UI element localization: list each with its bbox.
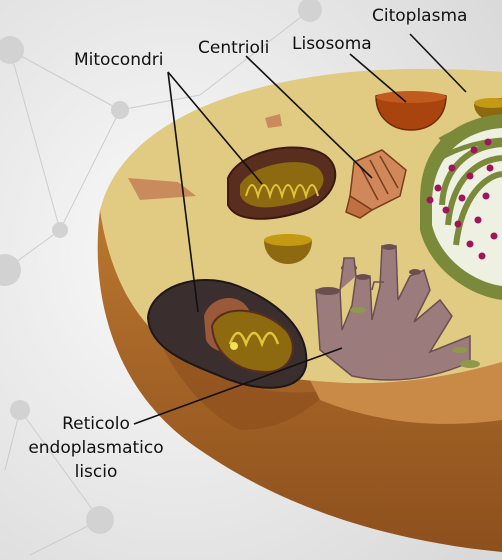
label-reticolo-line3: liscio bbox=[14, 460, 178, 484]
label-reticolo-endoplasmatico-liscio: Reticolo endoplasmatico liscio bbox=[14, 412, 178, 484]
lysosome-top bbox=[376, 91, 446, 103]
vesicle-top bbox=[264, 234, 312, 246]
label-lisosoma: Lisosoma bbox=[292, 32, 372, 56]
label-reticolo-line2: endoplasmatico bbox=[14, 436, 178, 460]
label-reticolo-line1: Reticolo bbox=[14, 412, 178, 436]
label-centrioli: Centrioli bbox=[198, 36, 269, 60]
label-mitocondri: Mitocondri bbox=[74, 48, 163, 72]
label-citoplasma: Citoplasma bbox=[372, 4, 467, 28]
